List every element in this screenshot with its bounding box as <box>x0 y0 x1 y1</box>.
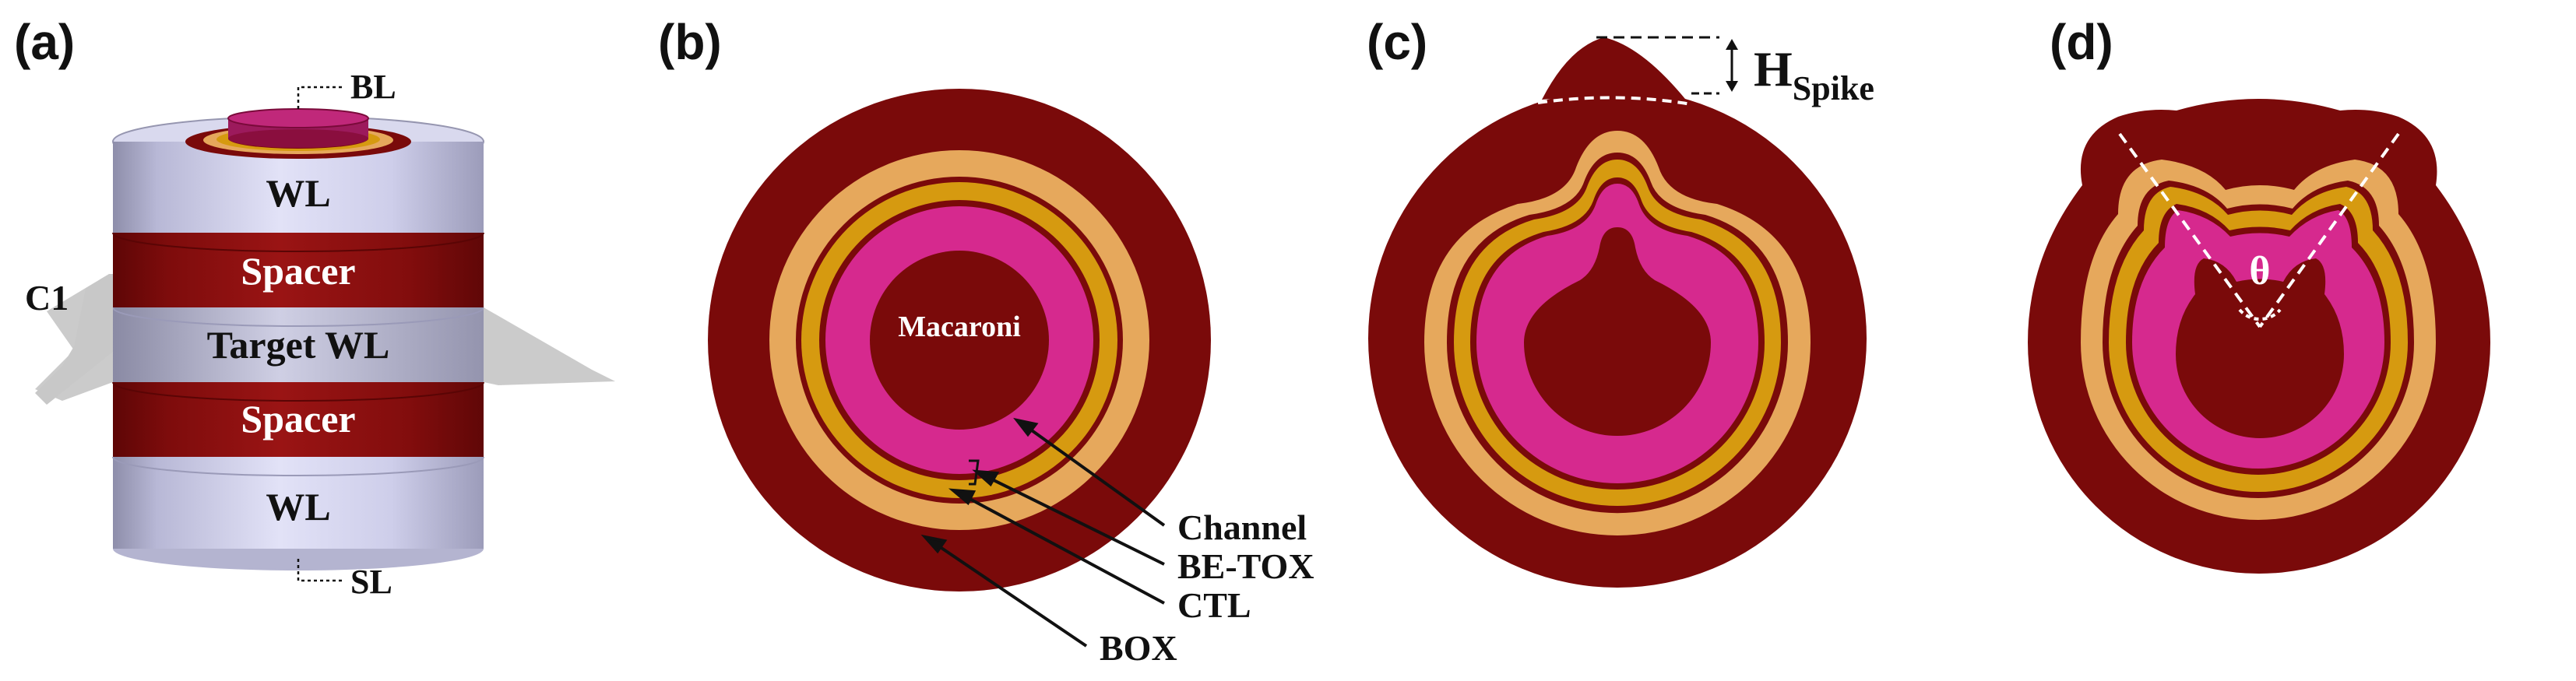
cylinder-stack <box>35 108 615 570</box>
sl-leader <box>297 559 343 582</box>
bl-pillar-bottom <box>228 129 368 148</box>
bl-label: BL <box>350 68 396 106</box>
layer-target-wl-body <box>113 307 484 382</box>
layer-wl-bottom-body <box>113 457 484 549</box>
panel-label-c: (c) <box>1367 14 1427 70</box>
callout-box: BOX <box>1100 628 1177 668</box>
c1-label: C1 <box>25 278 69 318</box>
spike-cap <box>1542 37 1688 103</box>
layer-label-spacer-bottom: Spacer <box>241 397 355 441</box>
layer-label-spacer-top: Spacer <box>241 249 355 293</box>
angle-line-right <box>2258 132 2400 328</box>
sl-label: SL <box>350 563 392 601</box>
macaroni-core <box>2176 258 2344 438</box>
layer-spacer-top-body <box>113 233 484 307</box>
layer-spacer-bottom-body <box>113 382 484 457</box>
panel-label-d: (d) <box>2050 14 2113 70</box>
macaroni-label: Macaroni <box>898 311 1021 343</box>
panel-label-b: (b) <box>658 14 722 70</box>
macaroni-core <box>1524 227 1711 436</box>
boundary-arc <box>112 307 484 327</box>
panel-label-a: (a) <box>14 14 75 70</box>
boundary-arc <box>112 381 484 402</box>
layer-label-wl-bottom: WL <box>266 485 330 528</box>
callout-be-tox: BE-TOX <box>1177 546 1314 586</box>
bl-pillar-top <box>227 108 369 128</box>
angle-line-left <box>2118 132 2261 328</box>
spike-height-label: HSpike <box>1754 41 1874 107</box>
boundary-arc <box>112 232 484 252</box>
macaroni-core <box>870 251 1049 430</box>
layer-label-target-wl: Target WL <box>207 323 390 367</box>
spike-baseline <box>1537 96 1692 106</box>
layer-label-wl-top: WL <box>266 171 330 215</box>
angle-theta-label: θ <box>2249 249 2270 293</box>
c1-plane-left <box>35 288 113 401</box>
cross-section-b <box>708 89 1211 591</box>
bl-leader <box>297 86 343 109</box>
boundary-arc <box>112 456 484 476</box>
cross-section-c <box>1368 37 1867 588</box>
callout-channel: Channel <box>1177 507 1307 547</box>
spike-arrow-down <box>1726 81 1738 92</box>
callout-arrows <box>920 417 1166 648</box>
cross-section-d <box>2028 99 2490 574</box>
c1-plane-front <box>484 307 615 385</box>
callout-ctl: CTL <box>1177 585 1251 625</box>
spike-arrow-up <box>1726 39 1738 50</box>
